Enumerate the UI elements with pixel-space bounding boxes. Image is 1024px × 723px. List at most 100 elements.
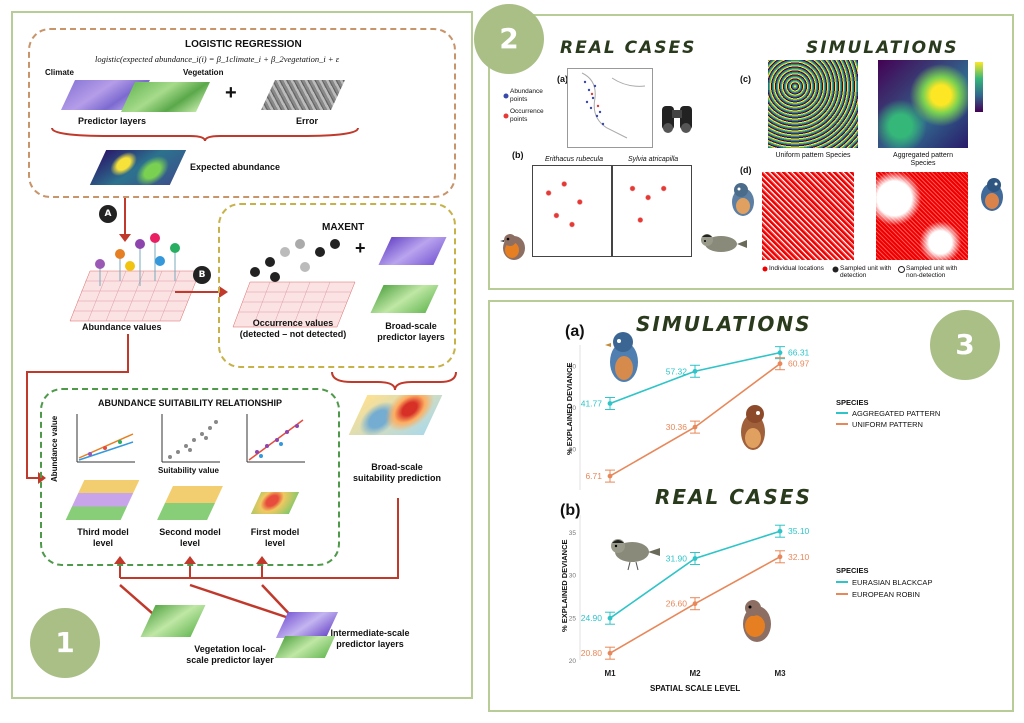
chart-0-series-1-point — [692, 424, 698, 430]
map-a — [567, 68, 653, 148]
chart-1-series-0-point — [777, 528, 783, 534]
legend-swatch-blackcap — [836, 581, 848, 583]
aggregated-pattern-label: Aggregated pattern Species — [893, 152, 953, 167]
map-erithacus — [532, 165, 612, 257]
suitability-value-axis: Suitability value — [158, 466, 219, 475]
species-erithacus: Erithacus rubecula — [545, 156, 603, 163]
legend-marker-detect — [832, 266, 839, 273]
plus-sign-1: + — [225, 82, 237, 104]
chart-1-series-0-data-label: 31.90 — [666, 554, 688, 564]
broad-scale-layers-label: Broad-scale predictor layers — [377, 321, 445, 342]
chart-1-series-1-point — [692, 601, 698, 607]
chart-1-series-1-data-label: 26.60 — [666, 599, 688, 609]
occurrence-values-label: Occurrence values (detected – not detect… — [239, 318, 347, 339]
legend-dot-occurrence — [503, 113, 509, 119]
chart-1-y-tick: 25 — [569, 615, 577, 622]
label-b-p2: (b) — [512, 150, 524, 160]
chart-1-y-tick: 30 — [569, 573, 577, 580]
bird-illustration-2 — [981, 178, 1003, 211]
marker-b: B — [193, 266, 211, 284]
asr-title: ABUNDANCE SUITABILITY RELATIONSHIP — [98, 398, 283, 408]
legend-title-a: SPECIES — [836, 398, 869, 407]
chart-svg: 20406041.7757.3266.316.7130.3660.9720253… — [569, 345, 810, 678]
second-model-label: Second model level — [159, 527, 221, 548]
chart-0-y-tick: 20 — [569, 447, 577, 454]
scatter-mini-3 — [246, 414, 305, 463]
uniform-pattern-label: Uniform pattern Species — [775, 152, 851, 159]
logreg-title: LOGISTIC REGRESSION — [185, 39, 302, 50]
vegetation-layer-label: Vegetation local-scale predictor layer — [186, 644, 274, 665]
legend-swatch-robin — [836, 593, 848, 595]
chart-0-series-1-point — [777, 361, 783, 367]
simulations-chart-title: SIMULATIONS — [636, 312, 812, 336]
x-axis-label: SPATIAL SCALE LEVEL — [650, 684, 741, 693]
chart-0-series-0-point — [692, 368, 698, 374]
legend-abundance-points: Abundance points — [510, 88, 543, 103]
species-sylvia: Sylvia atricapilla — [628, 156, 679, 163]
error-label: Error — [296, 116, 319, 126]
chart-0-y-tick: 40 — [569, 405, 577, 412]
chart-1-series-1-data-label: 20.80 — [581, 648, 603, 658]
legend-item-aggregated: AGGREGATED PATTERN — [852, 409, 941, 418]
first-model-label: First model level — [250, 527, 300, 548]
arrow-a — [119, 198, 131, 242]
bird-photo-blackcap — [611, 539, 660, 571]
label-a-p2: (a) — [557, 74, 568, 84]
sim-points-aggregated — [876, 172, 968, 260]
sim-points-uniform — [762, 172, 854, 260]
legend-occurrence-points: Occurrence points — [510, 108, 544, 123]
panel-number-2: 2 — [474, 4, 544, 74]
logreg-formula: logistic(expected abundance_i(i) = β_1cl… — [95, 54, 340, 64]
panel-3 — [488, 300, 1014, 712]
panel-number-1: 1 — [30, 608, 100, 678]
chart-0-series-1-data-label: 6.71 — [585, 471, 602, 481]
legend-item-blackcap: EURASIAN BLACKCAP — [852, 578, 933, 587]
broad-scale-prediction-label: Broad-scale suitability prediction — [352, 462, 441, 483]
third-model-label: Third model level — [77, 527, 129, 548]
chart-1-series-0-point — [607, 615, 613, 621]
chart-0-series-0-data-label: 66.31 — [788, 348, 810, 358]
sim-map-aggregated — [878, 60, 968, 148]
bird-photo-robin — [743, 600, 771, 642]
blackcap-icon — [701, 234, 747, 252]
label-a-p3: (a) — [565, 323, 585, 340]
abundance-suitability-box — [40, 388, 340, 566]
legend-marker-nondetect — [898, 266, 905, 273]
vegetation-label: Vegetation — [183, 68, 224, 77]
legend-sampled-nondetection: Sampled unit with non-detection — [906, 265, 958, 279]
legend-item-uniform: UNIFORM PATTERN — [852, 420, 923, 429]
chart-0-series-1-data-label: 30.36 — [666, 422, 688, 432]
scatter-mini-2 — [161, 414, 220, 463]
label-c-p2: (c) — [740, 74, 751, 84]
legend-swatch-aggregated — [836, 412, 848, 414]
chart-1-series-0-data-label: 24.90 — [581, 613, 603, 623]
chart-0-series-1-data-label: 60.97 — [788, 359, 810, 369]
binoculars-icon — [662, 106, 692, 133]
abundance-values-label: Abundance values — [82, 322, 162, 332]
label-d-p2: (d) — [740, 165, 752, 175]
chart-1-series-0-data-label: 35.10 — [788, 526, 810, 536]
colorbar — [975, 62, 983, 112]
panel-1 — [11, 11, 473, 699]
chart-0-series-0-data-label: 57.32 — [666, 366, 688, 376]
real-cases-heading: REAL CASES — [560, 38, 697, 58]
maxent-title: MAXENT — [322, 222, 365, 233]
connector-lines — [26, 334, 457, 622]
bird-art-blue — [605, 332, 638, 382]
intermediate-layer-green — [274, 636, 336, 658]
legend-title-b: SPECIES — [836, 566, 869, 575]
maxent-box — [218, 203, 456, 368]
chart-1-series-1-point — [607, 650, 613, 656]
real-cases-chart-title: REAL CASES — [655, 485, 812, 509]
chart-1-series-1-point — [777, 554, 783, 560]
expected-abundance-label: Expected abundance — [190, 162, 281, 172]
arrow-b — [175, 286, 228, 298]
chart-1-y-tick: 35 — [569, 530, 577, 537]
y-axis-label-a: % EXPLAINED DEVIANCE — [565, 362, 574, 455]
chart-0-series-0-data-label: 41.77 — [581, 398, 603, 408]
chart-0-series-1-point — [607, 473, 613, 479]
bird-illustration-1 — [732, 183, 754, 216]
chart-x-tick: M2 — [689, 669, 701, 678]
chart-0-series-0-point — [607, 401, 613, 406]
legend-item-robin: EUROPEAN ROBIN — [852, 590, 920, 599]
